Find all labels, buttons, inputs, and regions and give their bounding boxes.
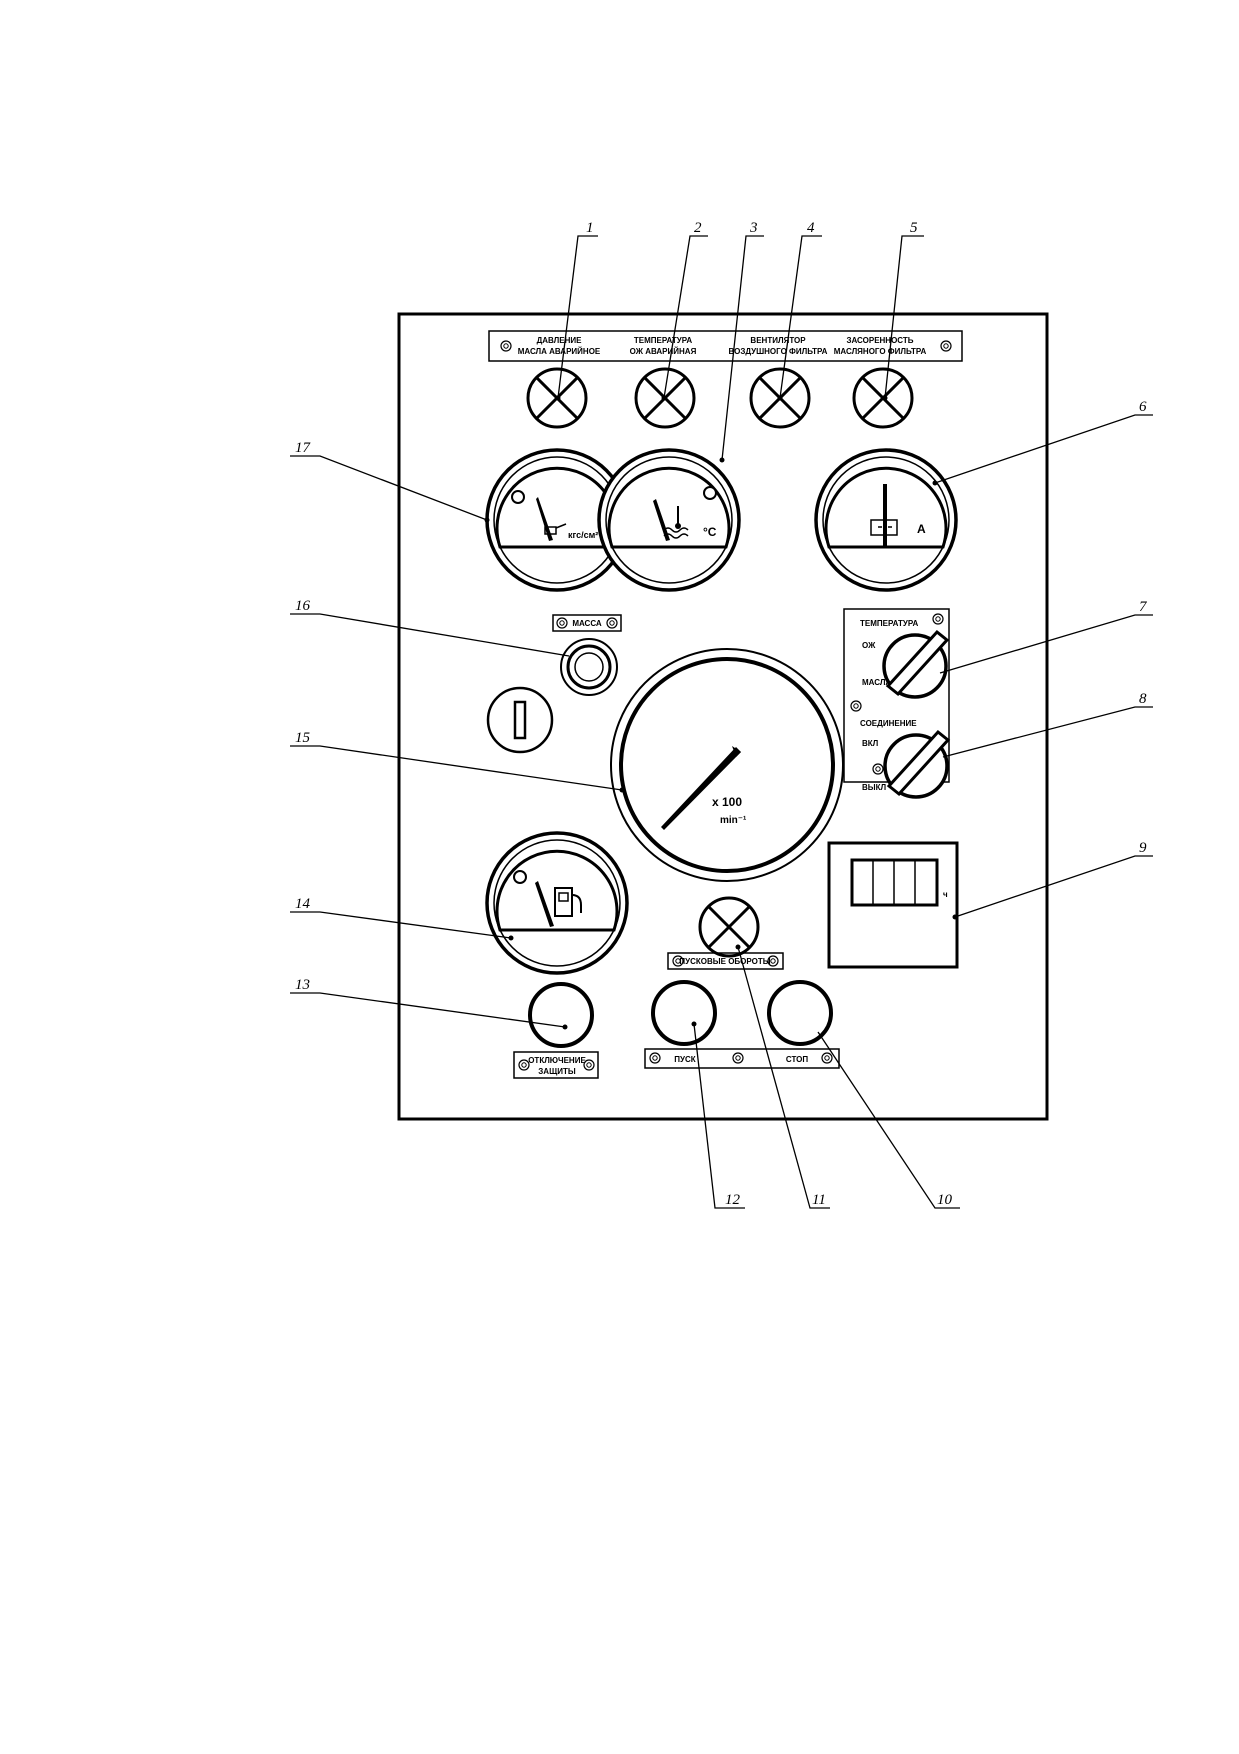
oil-pressure-unit: кгс/см² xyxy=(568,530,598,540)
fuel-pump-icon xyxy=(554,887,582,917)
tachometer-gauge: x 100 min⁻¹ xyxy=(610,648,844,882)
fuel-level-gauge xyxy=(485,831,629,975)
callout-4: 4 xyxy=(807,220,815,236)
air-filter-fan-label-line2: ВОЗДУШНОГО ФИЛЬТРА xyxy=(729,347,828,356)
oil-filter-clog-label-line2: МАСЛЯНОГО ФИЛЬТРА xyxy=(834,347,927,356)
callout-17: 17 xyxy=(295,440,312,456)
link-switch-on-label: ВКЛ xyxy=(862,739,879,748)
link-switch-title: СОЕДИНЕНИЕ xyxy=(860,719,917,728)
massa-label-plate: МАССА xyxy=(552,614,622,632)
protection-label-plate: ОТКЛЮЧЕНИЕ ЗАЩИТЫ xyxy=(513,1051,599,1079)
callout-15: 15 xyxy=(295,730,311,746)
oil-can-icon xyxy=(544,523,567,535)
idle-speed-label-plate: ПУСКОВЫЕ ОБОРОТЫ xyxy=(667,952,784,970)
screw-icon xyxy=(940,340,952,352)
leader-lines xyxy=(290,235,1153,1209)
gauge-needle-icon xyxy=(536,497,553,541)
gauge-warning-light-icon xyxy=(703,486,717,500)
screw-icon xyxy=(850,700,862,712)
switch-handle-icon xyxy=(886,729,951,797)
oil-pressure-gauge: кгс/см² xyxy=(485,448,629,592)
start-stop-label-plate: ПУСК СТОП xyxy=(644,1048,840,1069)
leader-dots xyxy=(484,395,958,1030)
callout-8: 8 xyxy=(1139,691,1147,707)
gauge-warning-light-icon xyxy=(513,870,527,884)
temp-switch-title: ТЕМПЕРАТУРА xyxy=(860,619,918,628)
oil-pressure-label-line2: МАСЛА АВАРИЙНОЕ xyxy=(518,347,601,356)
callout-5: 5 xyxy=(910,220,918,236)
ammeter-gauge: A xyxy=(814,448,958,592)
idle-speed-lamp xyxy=(698,896,760,958)
coolant-temp-unit: °C xyxy=(703,525,717,539)
screw-icon xyxy=(732,1052,744,1064)
massa-label: МАССА xyxy=(572,619,602,628)
protection-label-line2: ЗАЩИТЫ xyxy=(538,1067,576,1076)
gauge-needle-icon xyxy=(661,747,741,830)
oil-filter-clog-label-line1: ЗАСОРЕННОСТЬ xyxy=(846,336,913,345)
temp-switch-oil-label: МАСЛА xyxy=(862,678,891,687)
gauge-warning-light-icon xyxy=(511,490,525,504)
gauge-needle-icon xyxy=(535,881,554,927)
callout-7: 7 xyxy=(1139,599,1148,615)
tachometer-unit-line1: x 100 xyxy=(712,795,742,809)
ammeter-unit: A xyxy=(917,522,926,536)
selector-switch-panel: ТЕМПЕРАТУРА ОЖ МАСЛА СОЕДИНЕНИЕ ВКЛ ВЫКЛ xyxy=(843,608,950,792)
screw-icon xyxy=(649,1052,661,1064)
massa-button[interactable] xyxy=(560,638,618,696)
screw-icon xyxy=(606,617,618,629)
link-switch-off-label: ВЫКЛ xyxy=(862,783,886,792)
temp-switch-oz-label: ОЖ xyxy=(862,641,876,650)
start-button[interactable] xyxy=(651,980,717,1046)
hour-meter: ч xyxy=(827,841,959,969)
key-slot-icon xyxy=(513,700,527,740)
callout-11: 11 xyxy=(812,1192,826,1208)
callout-3: 3 xyxy=(749,220,758,236)
callout-10: 10 xyxy=(937,1192,953,1208)
screw-icon xyxy=(872,763,884,775)
temperature-selector-switch[interactable] xyxy=(882,629,950,699)
panel-outline xyxy=(397,312,1049,1121)
tachometer-unit-line2: min⁻¹ xyxy=(720,815,747,826)
callout-2: 2 xyxy=(694,220,702,236)
thermometer-water-icon xyxy=(663,506,689,539)
callout-13: 13 xyxy=(295,977,310,993)
protection-label-line1: ОТКЛЮЧЕНИЕ xyxy=(528,1056,586,1065)
idle-speed-label: ПУСКОВЫЕ ОБОРОТЫ xyxy=(679,957,770,966)
screw-icon xyxy=(932,613,944,625)
callout-12: 12 xyxy=(725,1192,741,1208)
battery-icon xyxy=(870,519,898,536)
callout-numbers: 1 2 3 4 5 6 7 8 9 10 11 12 13 14 15 16 1… xyxy=(295,220,1148,1208)
protection-disable-button[interactable] xyxy=(528,982,594,1048)
screw-icon xyxy=(821,1052,833,1064)
oil-pressure-label-line1: ДАВЛЕНИЕ xyxy=(537,336,583,345)
connection-selector-switch[interactable] xyxy=(883,729,951,799)
gauge-needle-icon xyxy=(653,499,670,541)
coolant-temp-label-line2: ОЖ АВАРИЙНАЯ xyxy=(630,347,697,356)
coolant-temp-label-line1: ТЕМПЕРАТУРА xyxy=(634,336,692,345)
callout-6: 6 xyxy=(1139,399,1147,415)
ignition-key-switch[interactable] xyxy=(486,686,554,754)
top-label-strip: ДАВЛЕНИЕ МАСЛА АВАРИЙНОЕ ТЕМПЕРАТУРА ОЖ … xyxy=(488,330,963,362)
hour-meter-unit: ч xyxy=(943,890,948,899)
stop-button[interactable] xyxy=(767,980,833,1046)
screw-icon xyxy=(556,617,568,629)
stop-label: СТОП xyxy=(786,1055,808,1064)
callout-16: 16 xyxy=(295,598,311,614)
coolant-temp-gauge: °C xyxy=(597,448,741,592)
air-filter-fan-label-line1: ВЕНТИЛЯТОР xyxy=(750,336,806,345)
callout-9: 9 xyxy=(1139,840,1147,856)
callout-1: 1 xyxy=(586,220,594,236)
screw-icon xyxy=(500,340,512,352)
start-label: ПУСК xyxy=(674,1055,696,1064)
callout-14: 14 xyxy=(295,896,311,912)
switch-handle-icon xyxy=(885,629,950,697)
